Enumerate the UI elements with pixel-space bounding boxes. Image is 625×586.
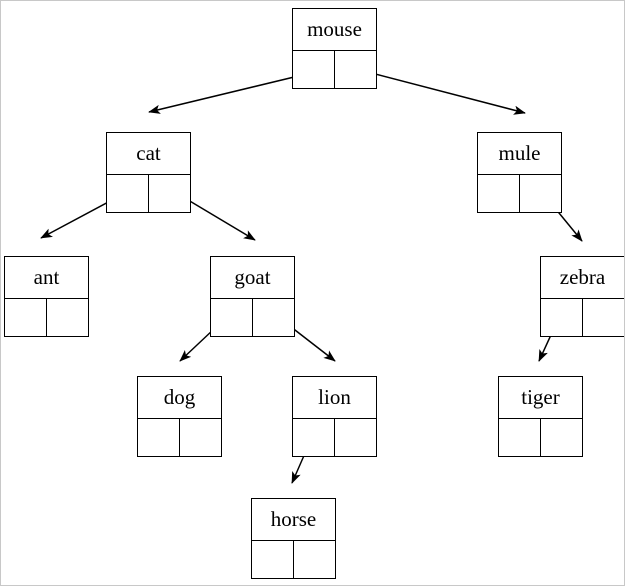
left-pointer-cell[interactable]	[211, 299, 253, 336]
right-pointer-cell[interactable]	[335, 51, 377, 88]
tree-node-mouse[interactable]: mouse	[292, 8, 377, 89]
tree-node-pointer-cells	[541, 298, 624, 336]
left-pointer-cell[interactable]	[5, 299, 47, 336]
tree-node-pointer-cells	[138, 418, 221, 456]
tree-node-label: zebra	[559, 265, 606, 289]
tree-node-label: cat	[136, 141, 161, 165]
tree-node-cat[interactable]: cat	[106, 132, 191, 213]
left-pointer-cell[interactable]	[478, 175, 520, 212]
tree-node-zebra[interactable]: zebra	[540, 256, 624, 337]
right-pointer-cell[interactable]	[520, 175, 562, 212]
tree-node-goat[interactable]: goat	[210, 256, 295, 337]
tree-node-label: lion	[318, 385, 351, 409]
tree-node-pointer-cells	[5, 298, 88, 336]
right-pointer-cell[interactable]	[180, 419, 222, 456]
right-pointer-cell[interactable]	[541, 419, 583, 456]
tree-node-horse[interactable]: horse	[251, 498, 336, 579]
tree-node-label: mule	[498, 141, 541, 165]
right-pointer-cell[interactable]	[335, 419, 377, 456]
right-pointer-cell[interactable]	[583, 299, 625, 336]
right-pointer-cell[interactable]	[47, 299, 89, 336]
tree-node-label: horse	[270, 507, 317, 531]
tree-node-dog[interactable]: dog	[137, 376, 222, 457]
left-pointer-cell[interactable]	[541, 299, 583, 336]
left-pointer-cell[interactable]	[138, 419, 180, 456]
tree-node-pointer-cells	[252, 540, 335, 578]
left-pointer-cell[interactable]	[252, 541, 294, 578]
edge-mouse-to-mule	[355, 68, 526, 115]
right-pointer-cell[interactable]	[253, 299, 295, 336]
left-pointer-cell[interactable]	[293, 51, 335, 88]
tree-node-label: mouse	[307, 17, 362, 41]
left-pointer-cell[interactable]	[499, 419, 541, 456]
tree-node-tiger[interactable]: tiger	[498, 376, 583, 457]
left-pointer-cell[interactable]	[107, 175, 149, 212]
tree-node-label: ant	[33, 265, 60, 289]
tree-node-pointer-cells	[293, 50, 376, 88]
left-pointer-cell[interactable]	[293, 419, 335, 456]
tree-node-label: goat	[234, 265, 271, 289]
tree-node-mule[interactable]: mule	[477, 132, 562, 213]
tree-node-pointer-cells	[293, 418, 376, 456]
tree-node-pointer-cells	[499, 418, 582, 456]
tree-node-pointer-cells	[478, 174, 561, 212]
tree-node-ant[interactable]: ant	[4, 256, 89, 337]
tree-node-label: tiger	[521, 385, 560, 409]
tree-node-pointer-cells	[107, 174, 190, 212]
right-pointer-cell[interactable]	[294, 541, 336, 578]
tree-node-label: dog	[163, 385, 196, 409]
right-pointer-cell[interactable]	[149, 175, 191, 212]
tree-node-lion[interactable]: lion	[292, 376, 377, 457]
tree-node-pointer-cells	[211, 298, 294, 336]
